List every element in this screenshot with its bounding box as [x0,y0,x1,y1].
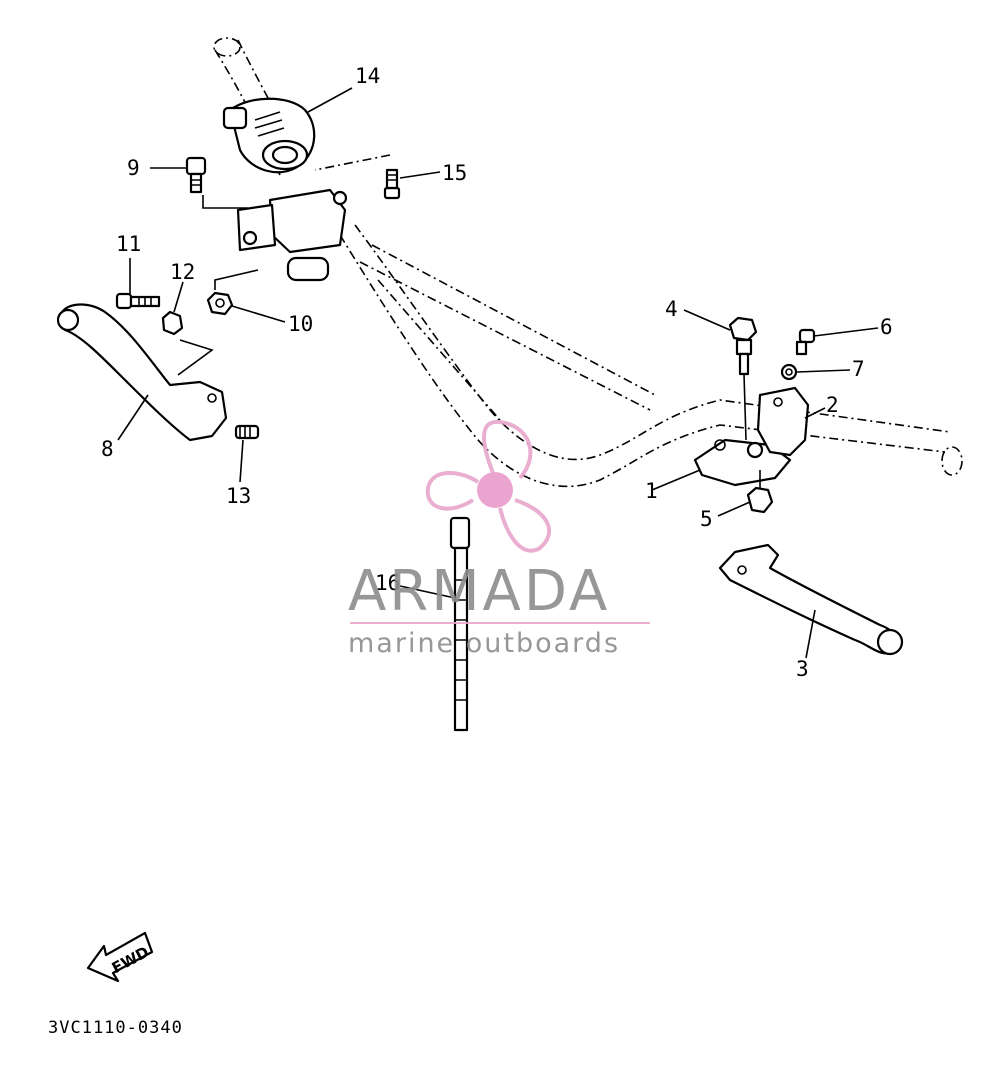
callout-10: 10 [288,312,313,336]
pivot-bolt-part-4 [728,316,758,441]
lever-holder-part-1 [693,438,792,487]
callout-5: 5 [700,507,713,531]
bolt-part-11 [115,292,161,310]
lever-part-3 [718,543,904,656]
fwd-arrow-icon: FWD [86,931,154,983]
screw-part-15 [314,154,401,200]
master-cylinder [236,188,348,282]
watermark-title: ARMADA [348,559,610,624]
callout-2: 2 [826,393,839,417]
bolt-part-9 [185,156,248,209]
callout-13: 13 [226,484,251,508]
callout-4: 4 [665,297,678,321]
spring-part-13 [234,424,260,440]
callout-15: 15 [442,161,467,185]
callout-labels: 1 2 3 4 5 6 7 8 9 10 11 12 13 14 15 16 [101,64,893,681]
callout-11: 11 [116,232,141,256]
callout-16: 16 [375,571,400,595]
nut-part-12 [161,310,184,336]
throttle-grip-part-14 [222,97,316,174]
bracket-part-2 [756,386,810,457]
propeller-logo-icon [425,419,552,553]
nut-part-5 [746,470,774,514]
callout-6: 6 [880,315,893,339]
watermark: ARMADA marine outboards [348,419,650,659]
callout-7: 7 [852,357,865,381]
screw-part-6 [795,328,816,356]
callout-1: 1 [645,479,658,503]
lever-part-8 [56,303,228,442]
callout-12: 12 [170,260,195,284]
nut-part-10 [206,269,259,316]
watermark-subtitle: marine outboards [348,628,620,659]
leader-lines [117,87,879,659]
cable-tie-part-16 [449,516,471,732]
callout-14: 14 [355,64,380,88]
drawing-code: 3VC1110-0340 [48,1018,183,1038]
callout-3: 3 [796,657,809,681]
callout-8: 8 [101,437,114,461]
callout-9: 9 [127,156,140,180]
washer-part-7 [780,363,798,381]
